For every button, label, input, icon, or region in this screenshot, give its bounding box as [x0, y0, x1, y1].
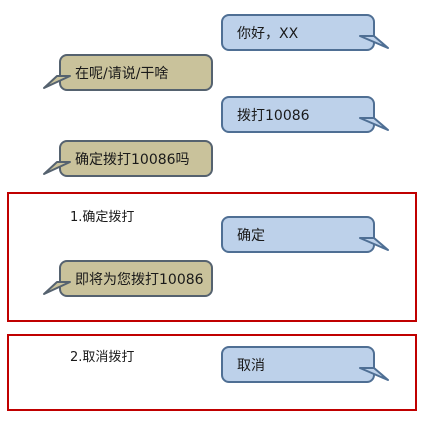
- bot-bubble-reply: 在呢/请说/干啥: [59, 54, 213, 91]
- bubble-tail: [359, 367, 389, 381]
- option-cancel-frame: [7, 334, 417, 411]
- user-bubble-call: 拨打10086: [221, 96, 375, 133]
- option-cancel-label: 2.取消拨打: [70, 350, 135, 365]
- bubble-tail: [43, 75, 71, 89]
- option-confirm-frame: [7, 192, 417, 322]
- user-bubble-greeting: 你好，XX: [221, 14, 375, 51]
- bubble-text: 你好，XX: [237, 25, 299, 42]
- bubble-tail: [359, 117, 389, 131]
- bubble-text: 确定: [237, 227, 265, 244]
- option-confirm-label: 1.确定拨打: [70, 210, 135, 225]
- bubble-text: 确定拨打10086吗: [75, 151, 190, 168]
- bubble-text: 在呢/请说/干啥: [75, 65, 169, 82]
- bubble-tail: [43, 281, 71, 295]
- user-bubble-confirm: 确定: [221, 216, 375, 253]
- bot-bubble-dialing: 即将为您拨打10086: [59, 260, 213, 297]
- bubble-tail: [359, 35, 389, 49]
- bot-bubble-confirm-question: 确定拨打10086吗: [59, 140, 213, 177]
- bubble-text: 拨打10086: [237, 107, 310, 124]
- bubble-tail: [359, 237, 389, 251]
- user-bubble-cancel: 取消: [221, 346, 375, 383]
- bubble-text: 即将为您拨打10086: [75, 271, 204, 288]
- bubble-tail: [43, 161, 71, 175]
- bubble-text: 取消: [237, 357, 265, 374]
